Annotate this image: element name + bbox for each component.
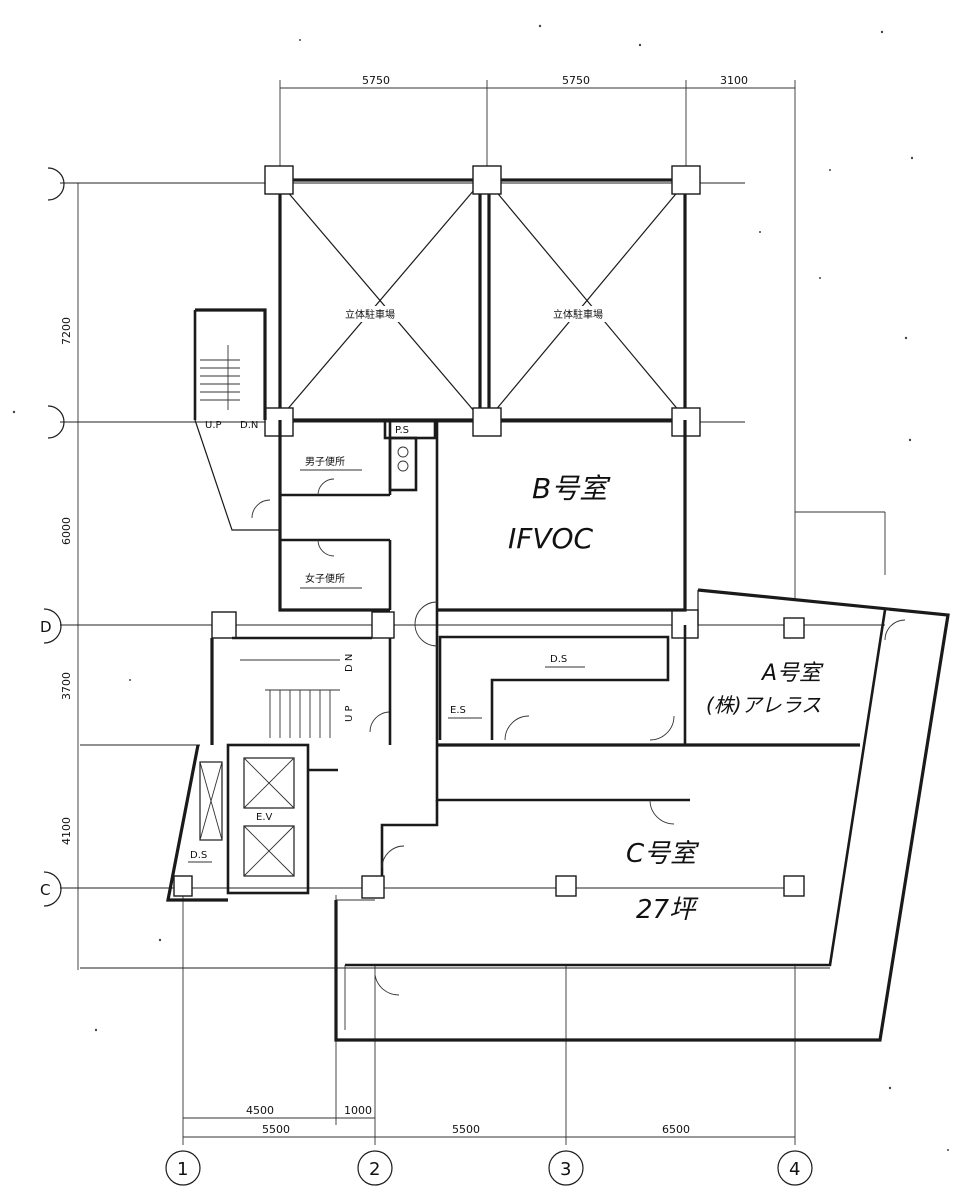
row-axis-markers: D C — [40, 167, 65, 907]
scan-noise — [12, 24, 949, 1151]
axis-label-3: 3 — [560, 1159, 571, 1180]
stair-2-dn-label: D N — [344, 654, 355, 672]
parking-left: 立体駐車場 — [278, 178, 482, 422]
stair-1-up-label: U.P — [205, 420, 222, 431]
room-a-tenant: (株)アレラス — [706, 693, 821, 717]
dim-top-2: 5750 — [562, 74, 590, 87]
room-b-title: B号室 — [532, 472, 611, 505]
left-dimension-line: 7200 6000 3700 4100 — [60, 183, 79, 970]
building-walls: P.S 男子便所 女子便所 U.P D.N — [166, 308, 950, 1042]
grid-lines — [60, 182, 885, 969]
ds-upper-label: D.S — [550, 654, 567, 665]
dim-top-1: 5750 — [362, 74, 390, 87]
room-c-area: 27坪 — [636, 895, 699, 925]
dim-top-3: 3100 — [720, 74, 748, 87]
parking-right-label: 立体駐車場 — [553, 308, 603, 321]
room-a-title: A号室 — [760, 661, 824, 686]
dim-bottom-inner-1: 4500 — [246, 1104, 274, 1117]
handwritten-annotations: B号室 IFVOC A号室 (株)アレラス C号室 27坪 — [508, 472, 824, 925]
axis-bubble-3 — [548, 1150, 584, 1186]
row-axis-c-label: C — [40, 881, 50, 899]
dim-left-2: 6000 — [60, 517, 73, 545]
dim-left-4: 4100 — [60, 817, 73, 845]
axis-bubble-1 — [165, 1150, 201, 1186]
dim-bottom-outer-1: 5500 — [262, 1123, 290, 1136]
stair-2-up-label: U P — [344, 705, 355, 722]
column-axis-markers: 1 2 3 4 — [165, 1150, 813, 1186]
axis-label-1: 1 — [177, 1159, 188, 1180]
room-c-title: C号室 — [626, 839, 700, 869]
es-label: E.S — [450, 705, 466, 716]
row-axis-d-label: D — [40, 618, 52, 636]
axis-bubble-4 — [777, 1150, 813, 1186]
dim-bottom-outer-2: 5500 — [452, 1123, 480, 1136]
dim-left-1: 7200 — [60, 317, 73, 345]
top-dimension-line: 5750 5750 3100 — [279, 74, 796, 600]
structural-columns — [173, 165, 805, 899]
room-b-tenant: IFVOC — [508, 522, 594, 555]
dim-left-3: 3700 — [60, 672, 73, 700]
ps-label: P.S — [395, 425, 409, 436]
dim-bottom-outer-3: 6500 — [662, 1123, 690, 1136]
axis-bubble-2 — [357, 1150, 393, 1186]
bottom-dimension-lines: 4500 1000 5500 5500 6500 — [182, 895, 796, 1145]
mens-toilet-label: 男子便所 — [305, 455, 345, 468]
parking-left-label: 立体駐車場 — [345, 308, 395, 321]
ev-label: E.V — [256, 812, 272, 823]
axis-label-2: 2 — [369, 1159, 380, 1180]
dim-bottom-inner-2: 1000 — [344, 1104, 372, 1117]
stair-1-dn-label: D.N — [240, 420, 258, 431]
axis-label-4: 4 — [789, 1159, 800, 1180]
womens-toilet-label: 女子便所 — [305, 572, 345, 585]
ds-lower-label: D.S — [190, 850, 207, 861]
parking-right: 立体駐車場 — [487, 178, 687, 422]
